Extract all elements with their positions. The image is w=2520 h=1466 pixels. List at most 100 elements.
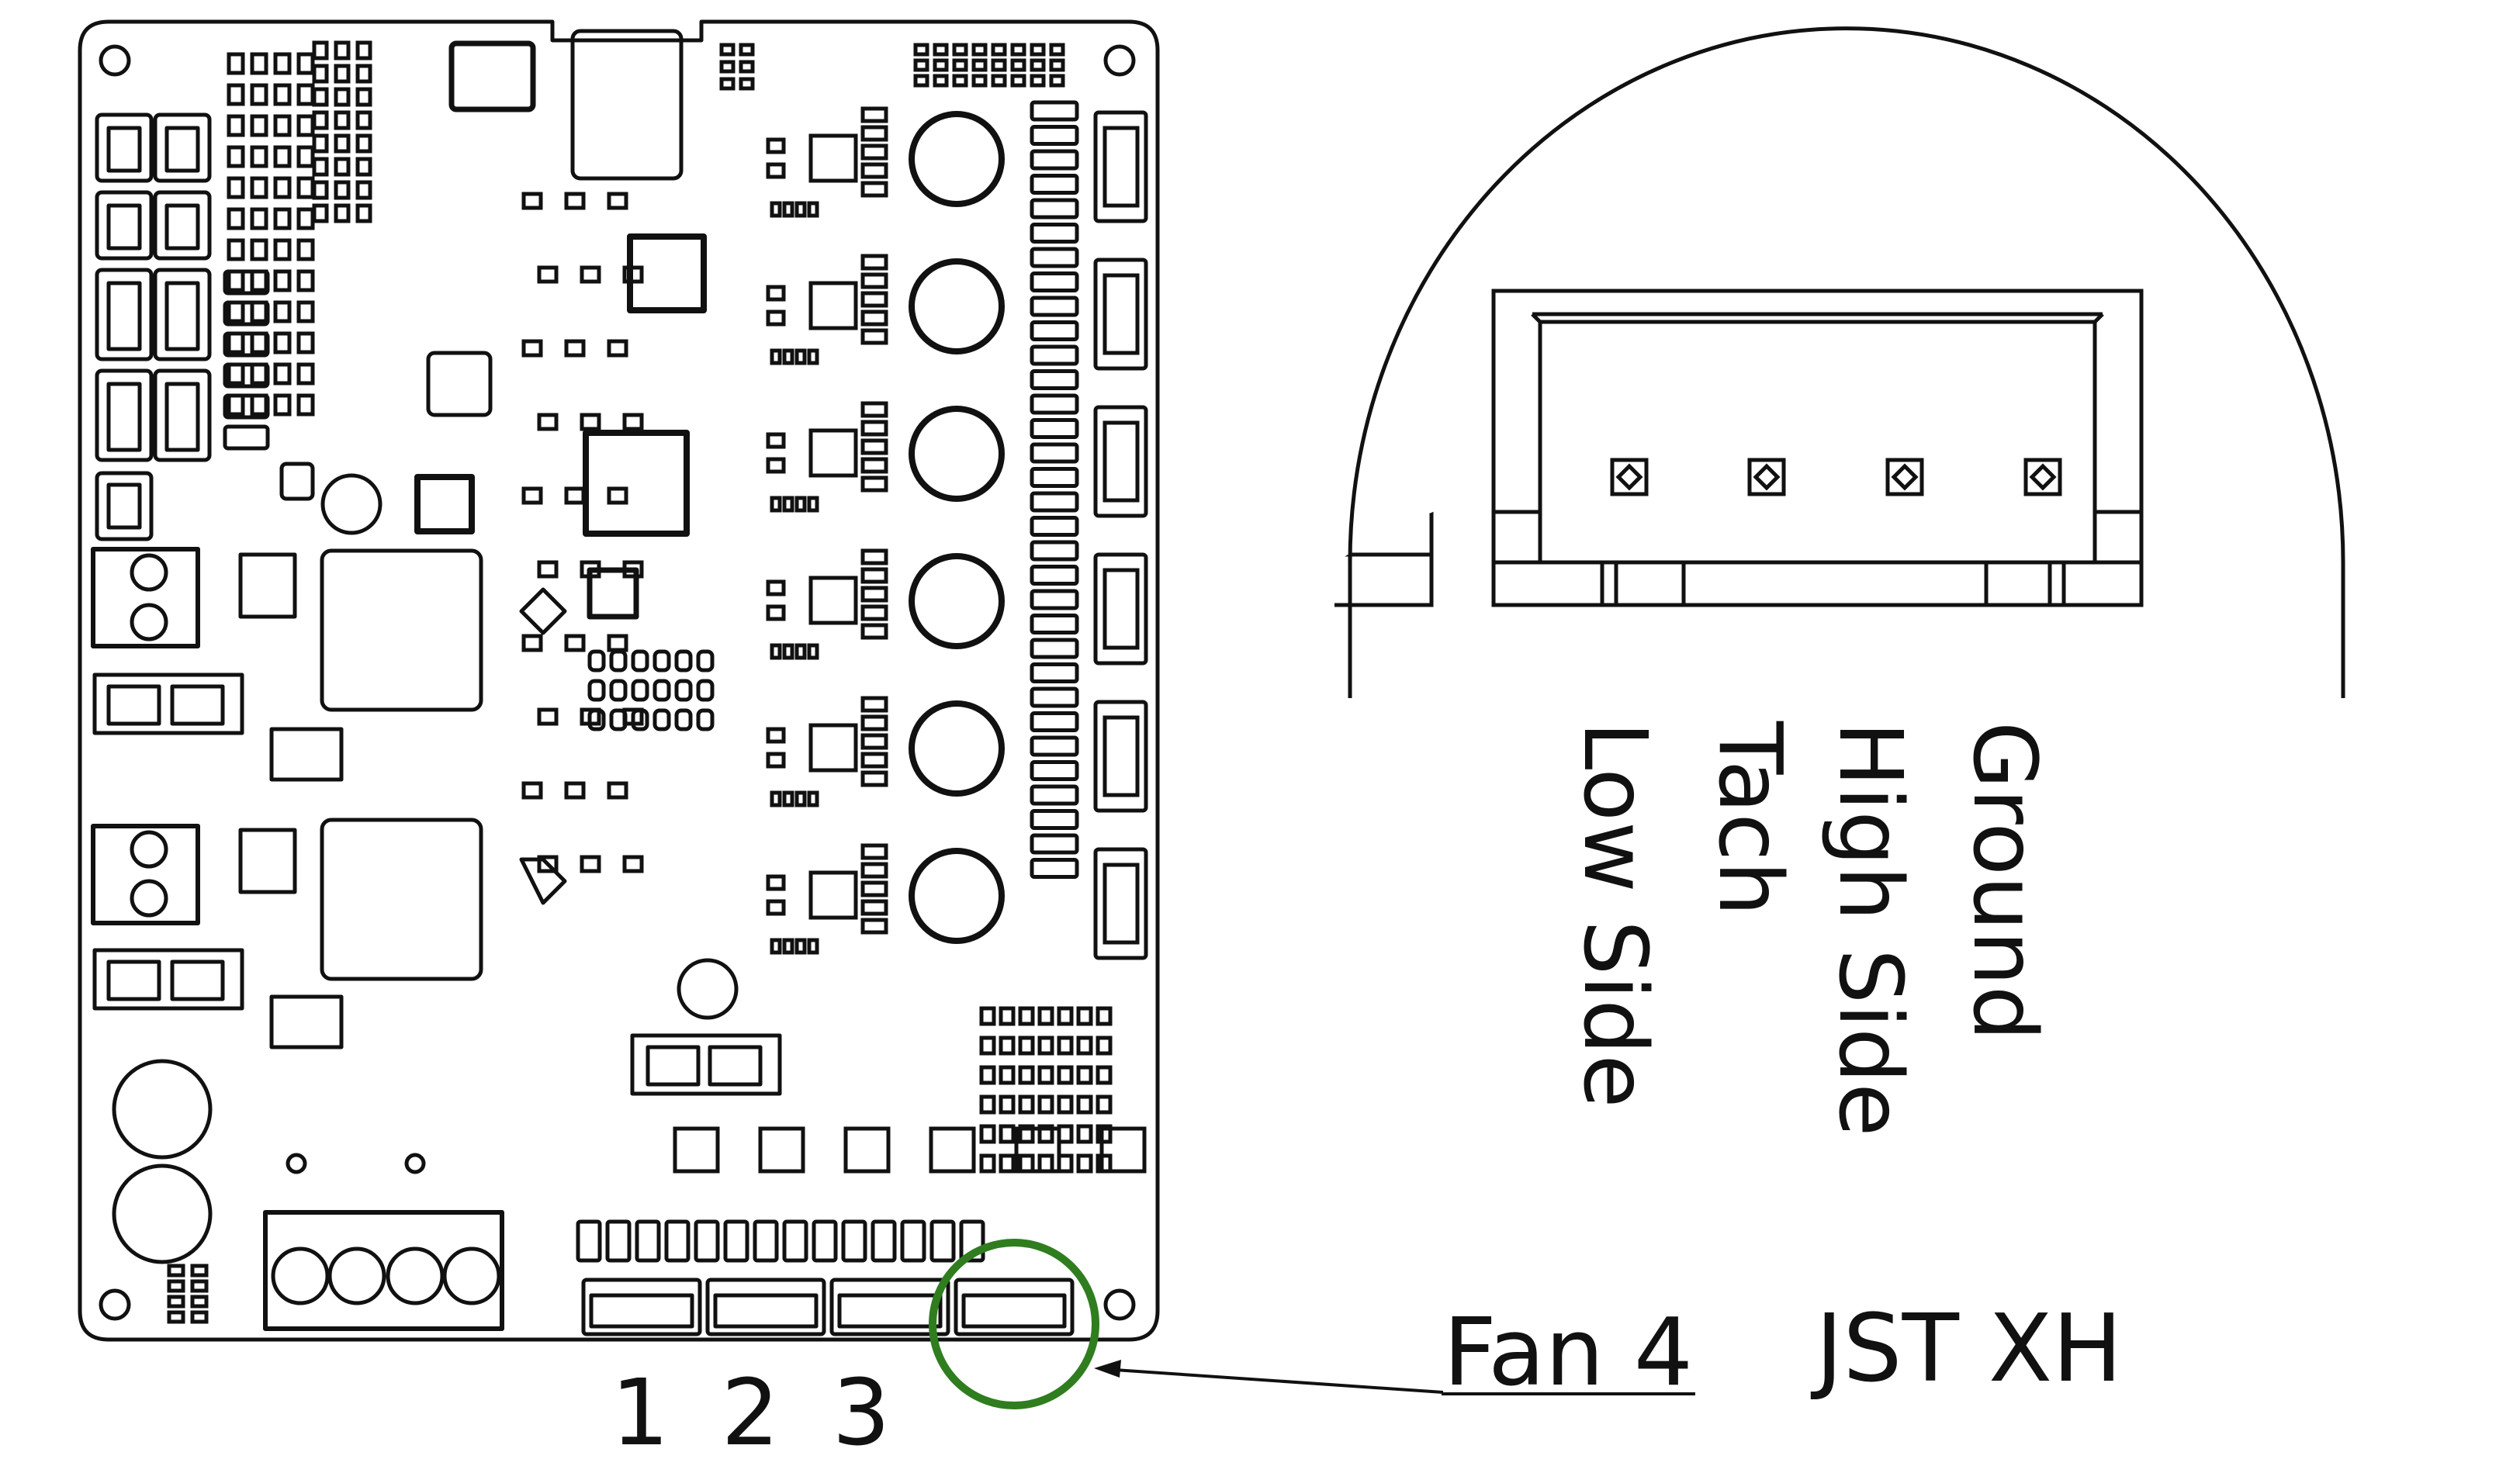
smd-component xyxy=(190,1295,209,1309)
smd-component xyxy=(860,880,888,897)
smd-component xyxy=(521,486,543,505)
smd-component xyxy=(807,790,819,807)
inductor xyxy=(909,111,1005,207)
smd-component xyxy=(1030,760,1079,781)
smd-component xyxy=(766,162,786,179)
smd-component xyxy=(607,339,628,358)
smd-component xyxy=(580,265,601,284)
smd-component xyxy=(609,679,628,702)
smd-component xyxy=(1030,491,1079,513)
fan-3-connector xyxy=(829,1278,950,1336)
smd-component xyxy=(753,1219,779,1263)
smd-component xyxy=(609,708,628,731)
smd-component xyxy=(860,291,888,308)
smd-component xyxy=(952,74,968,88)
smd-component xyxy=(622,413,644,431)
smd-component xyxy=(1096,1065,1113,1085)
smd-component xyxy=(766,727,786,744)
smd-component xyxy=(812,1219,838,1263)
fan-4-callout-label: Fan 4 xyxy=(1443,1299,1693,1407)
smd-component xyxy=(929,1219,956,1263)
smd-component xyxy=(1030,467,1079,488)
smd-component xyxy=(1030,858,1079,879)
smd-component xyxy=(913,58,929,72)
smd-component xyxy=(1037,1124,1054,1144)
smd-component xyxy=(770,201,782,218)
smd-component xyxy=(1030,223,1079,244)
smd-component xyxy=(227,176,245,199)
smd-component xyxy=(580,413,601,431)
smd-component xyxy=(1030,149,1079,171)
smd-component xyxy=(794,348,807,365)
mounting-hole xyxy=(1103,1288,1136,1321)
side-fan-connector xyxy=(1093,700,1148,813)
smd-component xyxy=(1030,58,1046,72)
smd-component xyxy=(537,413,559,431)
smd-component xyxy=(860,457,888,474)
smd-component xyxy=(860,752,888,769)
smd-component xyxy=(521,192,543,210)
board-outline xyxy=(78,19,1160,1342)
smd-component xyxy=(719,43,736,57)
smd-component xyxy=(1057,1036,1074,1056)
smd-component xyxy=(979,1124,996,1144)
smd-component xyxy=(1030,296,1079,317)
smd-component xyxy=(674,649,693,672)
connector-type-label: JST XH xyxy=(1810,1295,2122,1403)
smd-component xyxy=(1030,442,1079,464)
smd-component xyxy=(933,43,949,57)
smd-component xyxy=(537,855,559,873)
smd-component xyxy=(250,300,268,323)
smd-component xyxy=(296,145,315,168)
smd-component xyxy=(1030,174,1079,195)
smd-component xyxy=(273,176,292,199)
smd-component xyxy=(250,114,268,137)
smd-component xyxy=(355,40,372,61)
callout-leader-line xyxy=(1102,1367,1444,1394)
smd-component xyxy=(999,1153,1016,1174)
smd-component xyxy=(1076,1124,1093,1144)
smd-component xyxy=(1037,1006,1054,1026)
smd-component xyxy=(227,83,245,106)
smd-component xyxy=(770,790,782,807)
smd-component xyxy=(1018,1006,1035,1026)
smd-component xyxy=(1076,1065,1093,1085)
smd-component xyxy=(1049,43,1065,57)
smd-component xyxy=(1030,589,1079,610)
smd-component xyxy=(860,696,888,713)
pin-label-ground: Ground xyxy=(1954,721,2054,1041)
smd-component xyxy=(860,623,888,640)
smd-component xyxy=(979,1153,996,1174)
smd-component xyxy=(521,339,543,358)
smd-component xyxy=(1057,1006,1074,1026)
smd-component xyxy=(312,180,329,200)
smd-component xyxy=(999,1006,1016,1026)
smd-component xyxy=(807,938,819,955)
smd-component xyxy=(739,77,755,91)
smd-component xyxy=(334,180,351,200)
smd-component xyxy=(999,1124,1016,1144)
smd-component xyxy=(913,43,929,57)
smd-component xyxy=(273,207,292,230)
smd-component xyxy=(1096,1124,1113,1144)
smd-component xyxy=(860,714,888,731)
pin-label-tach: Tach xyxy=(1699,721,1800,916)
smd-component xyxy=(1076,1036,1093,1056)
fan-2-number: 2 xyxy=(721,1359,779,1466)
smd-component xyxy=(227,52,245,75)
fan-1-number: 1 xyxy=(611,1359,669,1466)
smd-component xyxy=(250,83,268,106)
smd-component xyxy=(1030,735,1079,757)
smd-component xyxy=(979,1094,996,1115)
smd-component xyxy=(521,781,543,800)
smd-component xyxy=(770,643,782,660)
smd-component xyxy=(1030,516,1079,537)
smd-component xyxy=(766,457,786,474)
smd-component xyxy=(355,87,372,107)
smd-component xyxy=(1037,1065,1054,1085)
smd-component xyxy=(537,265,559,284)
smd-component xyxy=(794,938,807,955)
smd-component xyxy=(794,643,807,660)
smd-component xyxy=(971,74,988,88)
side-fan-connector xyxy=(1093,405,1148,518)
